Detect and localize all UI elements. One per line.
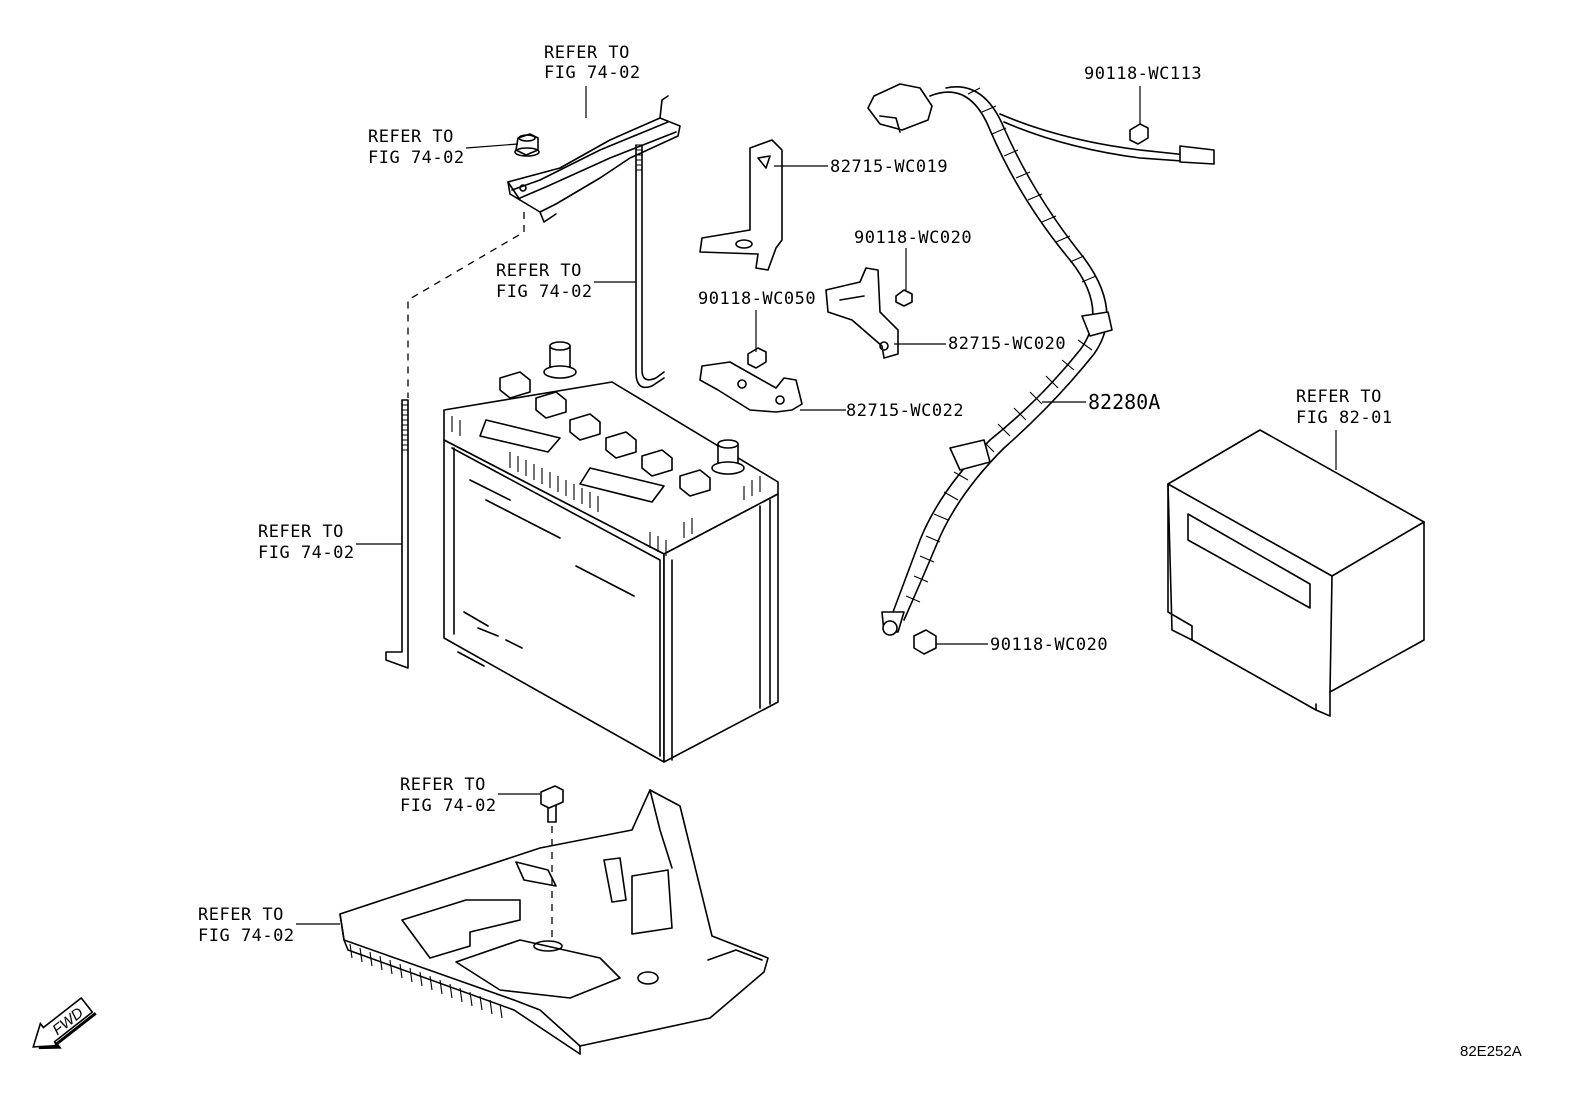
- bolt-90118-wc020-bottom: [913, 629, 937, 655]
- ref-label-tray-line1: REFER TO: [198, 905, 284, 925]
- hold-down-rod-left: [385, 399, 409, 669]
- battery-tray: [339, 789, 769, 1055]
- battery: [443, 341, 779, 763]
- ref-label-tray-bolt-line1: REFER TO: [400, 775, 486, 795]
- battery-terminal-positive: [543, 341, 577, 379]
- ref-label-nut-line1: REFER TO: [368, 127, 454, 147]
- tray-bolt: [540, 785, 564, 823]
- bracket-82715-wc020: [825, 267, 899, 359]
- part-label-90118-wc020-bottom: 90118-WC020: [990, 635, 1108, 655]
- ref-label-rod-left-line2: FIG 74-02: [258, 543, 355, 563]
- ref-label-tray-bolt-line2: FIG 74-02: [400, 796, 497, 816]
- bracket-82715-wc019: [699, 139, 783, 271]
- bracket-82715-wc022: [699, 361, 803, 413]
- ref-label-nut-line2: FIG 74-02: [368, 148, 465, 168]
- ref-label-rod-right-line2: FIG 74-02: [496, 282, 593, 302]
- ref-label-strap-line2: FIG 74-02: [544, 63, 641, 83]
- ref-label-tray-line2: FIG 74-02: [198, 926, 295, 946]
- part-label-90118-wc020-top: 90118-WC020: [854, 228, 972, 248]
- part-label-82715-wc019: 82715-WC019: [830, 157, 948, 177]
- battery-cable-82280a: [867, 83, 1215, 636]
- part-label-82280a: 82280A: [1088, 390, 1160, 414]
- figure-code: 82E252A: [1460, 1043, 1522, 1060]
- hold-down-rod-right: [635, 144, 665, 389]
- battery-cover: [1167, 429, 1425, 717]
- hold-down-clamp: [507, 95, 681, 223]
- flange-nut: [514, 133, 540, 157]
- ref-label-rod-left-line1: REFER TO: [258, 522, 344, 542]
- bolt-90118-wc113: [1129, 123, 1149, 145]
- ref-label-cover-line2: FIG 82-01: [1296, 408, 1393, 428]
- part-label-90118-wc113: 90118-WC113: [1084, 64, 1202, 84]
- part-label-82715-wc022: 82715-WC022: [846, 401, 964, 421]
- bolt-90118-wc050: [747, 347, 767, 369]
- part-label-82715-wc020: 82715-WC020: [948, 334, 1066, 354]
- ref-label-cover-line1: REFER TO: [1296, 387, 1382, 407]
- cell-caps: [499, 371, 711, 497]
- ref-label-strap-line1: REFER TO: [544, 43, 630, 63]
- battery-terminal-negative: [711, 439, 745, 475]
- part-label-90118-wc050: 90118-WC050: [698, 289, 816, 309]
- bolt-90118-wc020-top: [895, 289, 913, 307]
- leader-lines: [296, 86, 1337, 925]
- ref-label-rod-right-line1: REFER TO: [496, 261, 582, 281]
- fwd-arrow-icon: FWD: [32, 996, 97, 1050]
